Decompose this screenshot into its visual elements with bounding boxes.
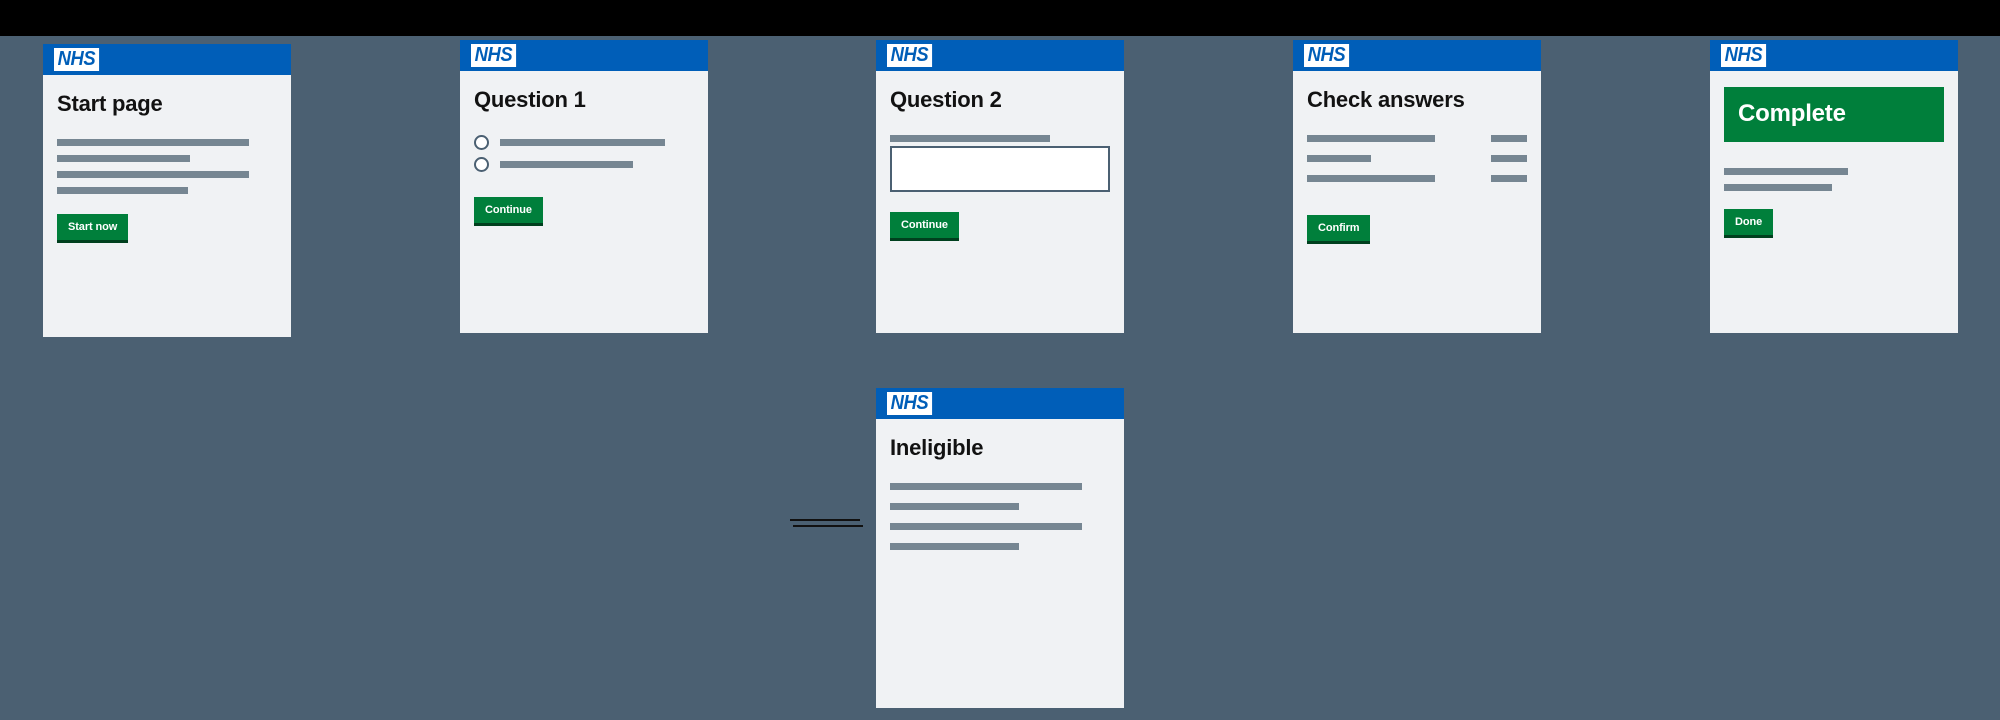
placeholder-line <box>500 161 633 168</box>
confirm-button[interactable]: Confirm <box>1307 215 1371 241</box>
placeholder-line <box>1491 175 1527 182</box>
card-header: NHS <box>1293 40 1541 71</box>
card-header: NHS <box>1710 40 1958 71</box>
card-body: Complete Done <box>1710 71 1958 235</box>
placeholder-line <box>1724 184 1832 191</box>
action-area: Continue <box>474 197 694 223</box>
placeholder-line <box>57 139 249 146</box>
card-question-2[interactable]: NHS Question 2 Continue <box>876 40 1124 333</box>
card-start-page[interactable]: NHS Start page Start now <box>43 44 291 337</box>
card-body: Question 1 Continue <box>460 71 708 223</box>
radio-icon[interactable] <box>474 135 489 150</box>
card-body: Check answers Confirm <box>1293 71 1541 241</box>
placeholder-line <box>890 503 1019 510</box>
action-area: Continue <box>890 212 1110 238</box>
placeholder-line <box>890 483 1082 490</box>
field-label-placeholder <box>890 135 1050 142</box>
action-area: Done <box>1724 209 1944 235</box>
continue-button[interactable]: Continue <box>890 212 959 238</box>
placeholder-line <box>890 543 1019 550</box>
flow-connector <box>790 519 860 521</box>
placeholder-line <box>1307 175 1435 182</box>
placeholder-line <box>1307 155 1371 162</box>
card-check-answers[interactable]: NHS Check answers C <box>1293 40 1541 333</box>
page-title: Start page <box>57 91 163 116</box>
page-title: Question 1 <box>474 87 586 112</box>
nhs-logo: NHS <box>54 48 99 71</box>
card-ineligible[interactable]: NHS Ineligible <box>876 388 1124 708</box>
card-header: NHS <box>876 40 1124 71</box>
card-complete[interactable]: NHS Complete Done <box>1710 40 1958 333</box>
placeholder-line <box>57 187 188 194</box>
placeholder-line <box>1491 155 1527 162</box>
nhs-logo: NHS <box>471 44 516 67</box>
summary-list <box>1307 135 1527 191</box>
card-body: Start page Start now <box>43 75 291 240</box>
page-title: Ineligible <box>890 435 984 460</box>
placeholder-line <box>1724 168 1848 175</box>
action-area: Start now <box>57 214 277 240</box>
card-question-1[interactable]: NHS Question 1 Continue <box>460 40 708 333</box>
summary-questions <box>1307 135 1435 191</box>
start-now-button[interactable]: Start now <box>57 214 129 240</box>
summary-answers <box>1473 135 1527 191</box>
page-title: Check answers <box>1307 87 1465 112</box>
action-area: Confirm <box>1307 215 1527 241</box>
card-body: Ineligible <box>876 419 1124 550</box>
placeholder-line <box>1307 135 1435 142</box>
radio-option-2[interactable] <box>474 157 694 172</box>
continue-button[interactable]: Continue <box>474 197 543 223</box>
card-header: NHS <box>43 44 291 75</box>
page-title: Question 2 <box>890 87 1002 112</box>
nhs-logo: NHS <box>1304 44 1349 67</box>
placeholder-line <box>57 171 249 178</box>
card-body: Question 2 Continue <box>876 71 1124 238</box>
confirmation-panel: Complete <box>1724 87 1944 142</box>
radio-icon[interactable] <box>474 157 489 172</box>
done-button[interactable]: Done <box>1724 209 1774 235</box>
card-header: NHS <box>876 388 1124 419</box>
placeholder-line <box>1491 135 1527 142</box>
flow-connector <box>793 525 863 527</box>
placeholder-line <box>890 523 1082 530</box>
placeholder-line <box>57 155 190 162</box>
nhs-logo: NHS <box>887 392 932 415</box>
answer-input[interactable] <box>890 146 1110 192</box>
card-header: NHS <box>460 40 708 71</box>
placeholder-line <box>500 139 665 146</box>
flow-canvas: NHS Start page Start now NHS Question 1 <box>0 36 2000 720</box>
radio-option-1[interactable] <box>474 135 694 150</box>
nhs-logo: NHS <box>887 44 932 67</box>
nhs-logo: NHS <box>1721 44 1766 67</box>
